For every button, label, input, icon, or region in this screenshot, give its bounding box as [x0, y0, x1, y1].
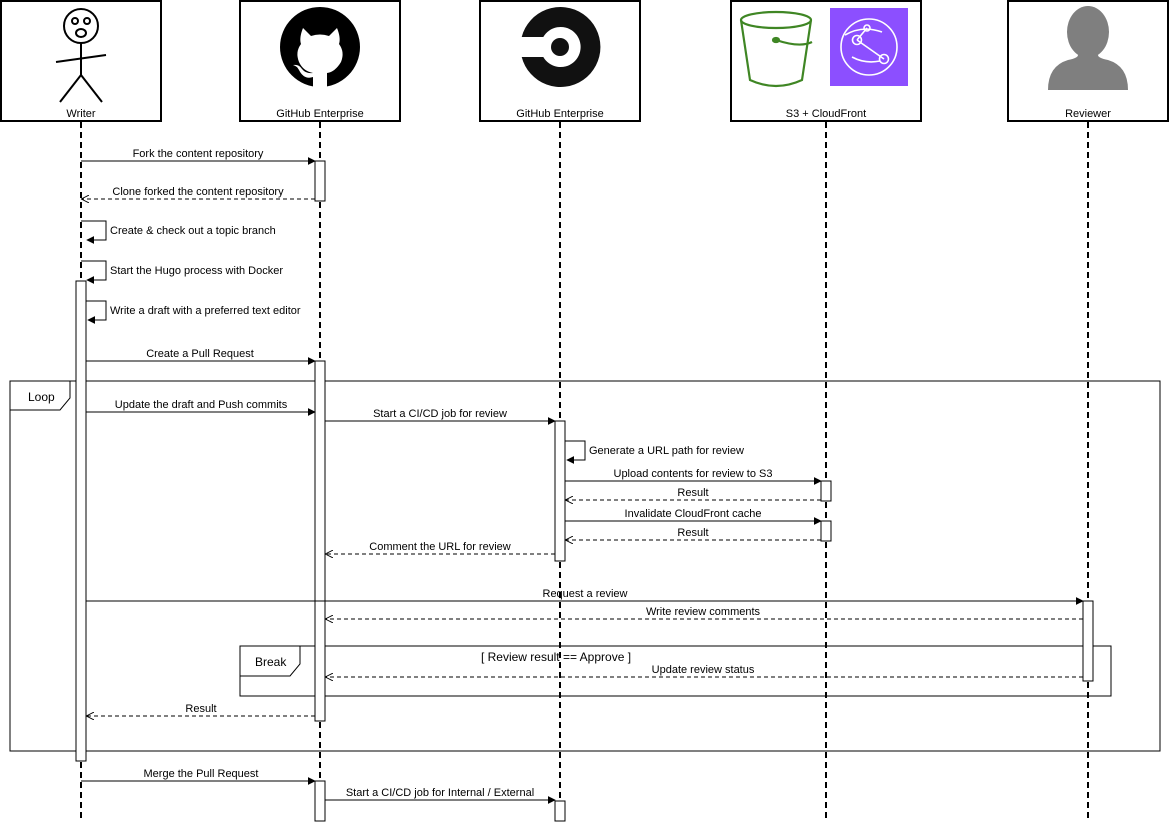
- message-url-path: Generate a URL path for review: [565, 440, 744, 464]
- message-request-review: Request a review: [86, 588, 1084, 605]
- svg-text:Write a draft with a preferred: Write a draft with a preferred text edit…: [110, 305, 301, 317]
- participant-github-label: GitHub Enterprise: [276, 108, 363, 120]
- participant-circleci: GitHub Enterprise: [479, 0, 641, 122]
- github-icon: [280, 7, 360, 87]
- message-comment-url: Comment the URL for review: [326, 541, 555, 554]
- messages: Fork the content repository Clone forked…: [81, 148, 1084, 804]
- message-ci-review: Start a CI/CD job for review: [325, 408, 556, 425]
- circleci-icon: [521, 7, 601, 87]
- message-branch: Create & check out a topic branch: [81, 220, 276, 244]
- break-fragment: Break [ Review result == Approve ]: [239, 645, 1112, 697]
- activation-bar: [75, 280, 87, 762]
- activation-bars: [75, 160, 1094, 822]
- svg-text:Result: Result: [677, 527, 708, 539]
- message-draft: Write a draft with a preferred text edit…: [86, 300, 301, 324]
- person-icon: [1048, 6, 1128, 90]
- svg-text:Update the draft and Push comm: Update the draft and Push commits: [115, 399, 288, 411]
- message-update-status: Update review status: [326, 664, 1083, 677]
- svg-text:Invalidate CloudFront cache: Invalidate CloudFront cache: [625, 508, 762, 520]
- message-result-invalidate: Result: [566, 527, 821, 540]
- activation-bar: [314, 160, 326, 202]
- message-hugo: Start the Hugo process with Docker: [81, 260, 283, 284]
- svg-text:Comment the URL for review: Comment the URL for review: [369, 541, 510, 553]
- activation-bar: [820, 520, 832, 542]
- message-result-upload: Result: [566, 487, 821, 500]
- message-write-comments: Write review comments: [326, 606, 1083, 619]
- activation-bar: [314, 360, 326, 722]
- svg-text:Result: Result: [185, 703, 216, 715]
- svg-text:Result: Result: [677, 487, 708, 499]
- participant-aws-label: S3 + CloudFront: [786, 108, 866, 120]
- participant-github: GitHub Enterprise: [239, 0, 401, 122]
- svg-text:Merge the Pull Request: Merge the Pull Request: [144, 768, 259, 780]
- svg-text:Upload contents for review to: Upload contents for review to S3: [614, 468, 773, 480]
- loop-label: Loop: [28, 390, 55, 404]
- svg-text:Request a review: Request a review: [543, 588, 628, 600]
- svg-text:Fork the content repository: Fork the content repository: [133, 148, 264, 160]
- message-clone: Clone forked the content repository: [82, 186, 315, 199]
- activation-bar: [554, 420, 566, 562]
- loop-fragment: Loop: [9, 380, 1161, 752]
- message-push: Update the draft and Push commits: [86, 399, 316, 416]
- svg-text:Create & check out a topic bra: Create & check out a topic branch: [110, 225, 276, 237]
- activation-bar: [1082, 600, 1094, 682]
- participant-reviewer-label: Reviewer: [1065, 108, 1111, 120]
- svg-text:Write review comments: Write review comments: [646, 606, 761, 618]
- svg-text:Start a CI/CD job for review: Start a CI/CD job for review: [373, 408, 507, 420]
- message-ci-release: Start a CI/CD job for Internal / Externa…: [325, 787, 556, 804]
- svg-text:Create a Pull Request: Create a Pull Request: [146, 348, 254, 360]
- svg-text:Start the Hugo process with Do: Start the Hugo process with Docker: [110, 265, 283, 277]
- message-pr: Create a Pull Request: [86, 348, 316, 365]
- activation-bar: [554, 800, 566, 822]
- activation-bar: [314, 780, 326, 822]
- participant-circleci-label: GitHub Enterprise: [516, 108, 603, 120]
- s3-bucket-icon: [739, 10, 813, 88]
- message-upload: Upload contents for review to S3: [565, 468, 822, 485]
- message-fork: Fork the content repository: [81, 148, 316, 165]
- svg-text:Update review status: Update review status: [652, 664, 755, 676]
- svg-text:Start a CI/CD job for Internal: Start a CI/CD job for Internal / Externa…: [346, 787, 534, 799]
- stick-figure-icon: [55, 8, 107, 103]
- activation-bar: [820, 480, 832, 502]
- message-merge: Merge the Pull Request: [81, 768, 316, 785]
- break-guard: [ Review result == Approve ]: [481, 650, 631, 664]
- participant-reviewer: Reviewer: [1007, 0, 1169, 122]
- svg-text:Generate a URL path for review: Generate a URL path for review: [589, 445, 744, 457]
- message-invalidate: Invalidate CloudFront cache: [565, 508, 822, 525]
- participant-writer-label: Writer: [66, 108, 95, 120]
- break-label: Break: [255, 655, 287, 669]
- cloudfront-icon: [830, 8, 908, 86]
- message-result-review: Result: [87, 703, 315, 716]
- participant-writer: Writer: [0, 0, 162, 122]
- svg-text:Clone forked the content repos: Clone forked the content repository: [112, 186, 284, 198]
- participant-aws: S3 + CloudFront: [730, 0, 922, 122]
